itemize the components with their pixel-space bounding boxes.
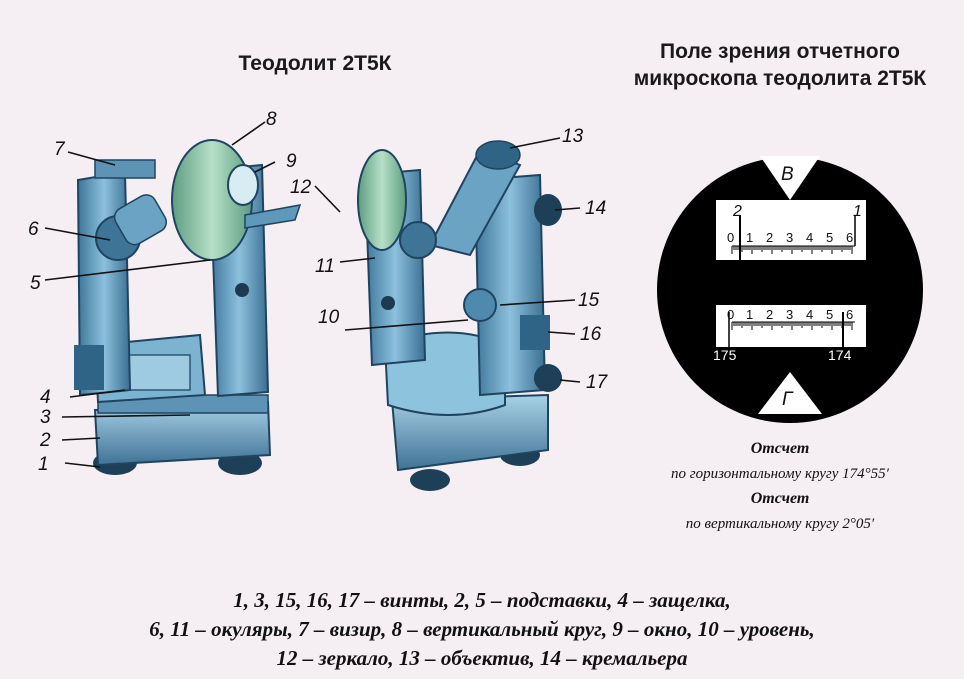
objective-right xyxy=(475,140,521,170)
vertical-circle-right xyxy=(357,149,407,251)
h-tick-label-4: 4 xyxy=(806,307,813,322)
theodolite-right xyxy=(357,140,562,491)
legend-line-2: 6, 11 – окуляры, 7 – визир, 8 – вертикал… xyxy=(149,617,815,641)
callout-11: 11 xyxy=(315,256,335,277)
mirror-left xyxy=(244,204,302,229)
h-big-left: 175 xyxy=(713,347,737,363)
callout-4: 4 xyxy=(40,387,51,408)
callout-9: 9 xyxy=(286,151,297,172)
callout-5: 5 xyxy=(30,273,41,294)
callout-14: 14 xyxy=(585,198,606,219)
callout-17: 17 xyxy=(586,372,609,393)
v-tick-label-4: 4 xyxy=(806,230,813,245)
top-letter: В xyxy=(781,164,794,185)
right-title-line1: Поле зрения отчетного xyxy=(660,40,900,63)
focus-knob-14 xyxy=(534,194,562,226)
h-reading-text: по горизонтальному кругу 174°55′ xyxy=(671,466,889,482)
h-tick-label-3: 3 xyxy=(786,307,793,322)
level-right xyxy=(463,288,497,322)
h-scale-labels: 0 1 2 3 4 5 6 xyxy=(727,307,853,322)
horizontal-scale-window xyxy=(716,305,866,347)
v-tick-label-2: 2 xyxy=(766,230,773,245)
latch-block-left xyxy=(119,354,191,391)
legend-line-3: 12 – зеркало, 13 – объектив, 14 – кремал… xyxy=(276,646,688,670)
h-tick-label-2: 2 xyxy=(766,307,773,322)
v-tick-label-3: 3 xyxy=(786,230,793,245)
side-knob-left xyxy=(74,345,104,390)
callout-8: 8 xyxy=(266,109,277,130)
h-tick-label-1: 1 xyxy=(746,307,753,322)
screw-hole-left xyxy=(235,283,249,297)
bottom-triangle xyxy=(758,372,822,414)
foot-screw-right-a xyxy=(410,469,450,491)
bottom-letter: Г xyxy=(782,389,794,410)
h-tick-label-0: 0 xyxy=(727,307,734,322)
v-tick-label-1: 1 xyxy=(746,230,753,245)
window-left xyxy=(227,164,259,206)
callout-12: 12 xyxy=(290,177,312,198)
h-reading-heading: Отсчет xyxy=(750,440,810,457)
v-reading-text: по вертикальному кругу 2°05′ xyxy=(685,516,875,532)
v-tick-label-0: 0 xyxy=(727,230,734,245)
v-big-left: 2 xyxy=(732,203,742,220)
legend-line-1: 1, 3, 15, 16, 17 – винты, 2, 5 – подстав… xyxy=(233,588,731,612)
left-title: Теодолит 2Т5К xyxy=(238,52,392,75)
callout-1: 1 xyxy=(38,454,49,475)
right-title-line2: микроскопа теодолита 2Т5К xyxy=(633,67,927,91)
microscope-view: В Г 2 1 0 1 2 3 4 5 6 0 1 2 3 4 5 xyxy=(657,156,923,423)
theodolite-left xyxy=(74,139,302,475)
h-tick-label-6: 6 xyxy=(846,307,853,322)
eyepiece-right xyxy=(399,221,437,259)
right-title: Поле зрения отчетного микроскопа теодоли… xyxy=(610,38,950,93)
callout-6: 6 xyxy=(28,219,39,240)
callout-2: 2 xyxy=(39,430,51,451)
callout-13: 13 xyxy=(562,126,584,147)
sight-left xyxy=(94,159,156,179)
v-reading-heading: Отсчет xyxy=(750,490,810,507)
callout-16: 16 xyxy=(580,324,602,345)
telescope-left xyxy=(113,194,168,246)
v-scale-ticks xyxy=(731,246,853,254)
v-tick-label-5: 5 xyxy=(826,230,833,245)
callout-7: 7 xyxy=(54,139,66,160)
callout-15: 15 xyxy=(578,290,600,311)
h-big-right: 174 xyxy=(828,347,852,363)
h-tick-label-5: 5 xyxy=(826,307,833,322)
h-scale-ticks xyxy=(731,322,853,330)
knob-16 xyxy=(520,315,550,350)
callout-3: 3 xyxy=(40,407,51,428)
screw-hole-right xyxy=(381,296,395,310)
v-scale-labels: 0 1 2 3 4 5 6 xyxy=(727,230,853,245)
v-big-right: 1 xyxy=(853,203,862,220)
top-triangle xyxy=(760,156,820,200)
v-tick-label-6: 6 xyxy=(846,230,853,245)
leader-lines xyxy=(44,121,581,468)
knob-17 xyxy=(534,364,562,392)
telescope-right xyxy=(428,148,522,257)
callout-10: 10 xyxy=(318,307,340,328)
